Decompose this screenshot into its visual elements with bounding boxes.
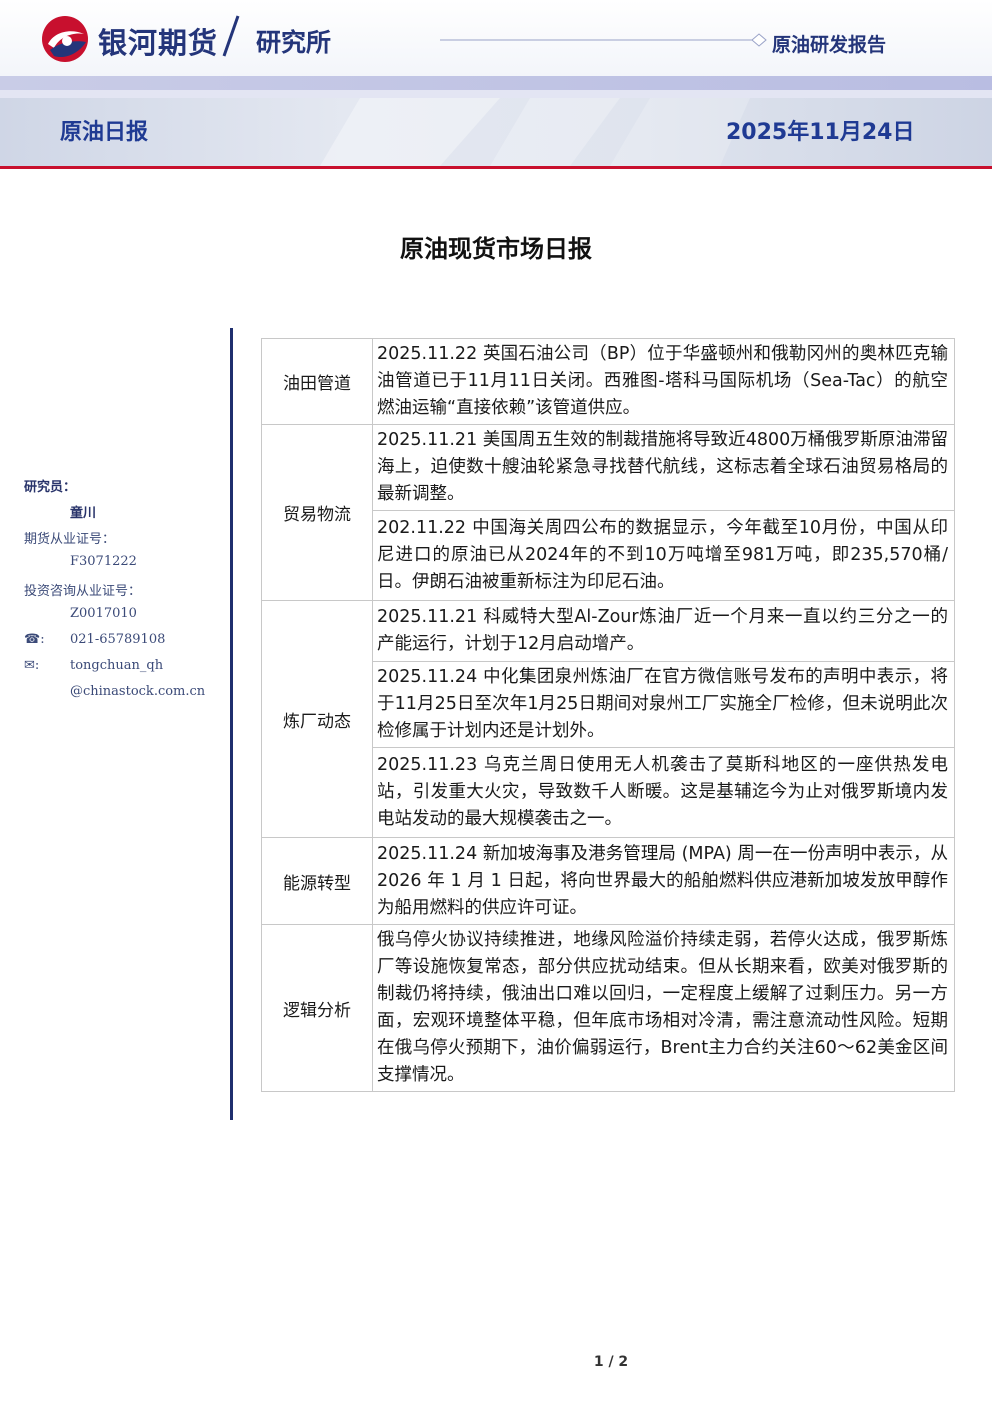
phone-icon: ☎: [24, 632, 45, 647]
report-date: 2025年11月24日 [726, 120, 915, 145]
news-table: 油田管道 2025.11.22 英国石油公司（BP）位于华盛顿州和俄勒冈州的奥林… [261, 338, 955, 1092]
category-cell: 炼厂动态 [261, 600, 373, 838]
report-type-line [440, 33, 767, 47]
phone-colon: : [40, 632, 45, 647]
table-row: 2025.11.23 乌克兰周日使用无人机袭击了莫斯科地区的一座供热发电站，引发… [262, 747, 955, 838]
table-row: 油田管道 2025.11.22 英国石油公司（BP）位于华盛顿州和俄勒冈州的奥林… [261, 338, 955, 425]
brand-name: 银河期货 [98, 26, 219, 60]
news-item: 2025.11.21 美国周五生效的制裁措施将导致近4800万桶俄罗斯原油滞留海… [372, 424, 955, 511]
header-stripe-light [0, 90, 992, 98]
researcher-label: 研究员： [24, 480, 77, 495]
consult-cert-number: Z0017010 [70, 606, 137, 621]
title-band [0, 98, 992, 166]
table-row: 贸易物流 2025.11.21 美国周五生效的制裁措施将导致近4800万桶俄罗斯… [261, 424, 955, 601]
news-item: 202.11.22 中国海关周四公布的数据显示，今年截至10月份，中国从印尼进口… [372, 510, 955, 601]
email-colon: : [34, 658, 40, 673]
table-row: 逻辑分析 俄乌停火协议持续推进，地缘风险溢价持续走弱，若停火达成，俄罗斯炼厂等设… [261, 924, 955, 1092]
red-divider [0, 166, 992, 169]
news-item: 2025.11.24 新加坡海事及港务管理局 (MPA) 周一在一份声明中表示，… [372, 837, 955, 925]
category-cell: 油田管道 [261, 338, 373, 425]
document-title-wrap: 原油现货市场日报 [0, 229, 992, 264]
table-row: 炼厂动态 2025.11.21 科威特大型Al-Zour炼油厂近一个月来一直以约… [261, 600, 955, 838]
phone-glyph: ☎ [24, 632, 41, 647]
galaxy-logo-icon [42, 16, 88, 62]
news-item: 2025.11.22 英国石油公司（BP）位于华盛顿州和俄勒冈州的奥林匹克输油管… [372, 338, 955, 425]
email-glyph: ✉ [24, 658, 35, 673]
consult-cert-label: 投资咨询从业证号： [24, 584, 142, 599]
email-line-1[interactable]: tongchuan_qh [70, 658, 164, 673]
band-decoration [320, 98, 750, 166]
brand-department: 研究所 [256, 28, 332, 57]
news-item: 2025.11.21 科威特大型Al-Zour炼油厂近一个月来一直以约三分之一的… [372, 600, 955, 662]
table-row: 202.11.22 中国海关周四公布的数据显示，今年截至10月份，中国从印尼进口… [262, 510, 955, 601]
researcher-name: 童川 [70, 506, 97, 521]
page-number: 1 / 2 [593, 1354, 629, 1370]
category-cell: 能源转型 [261, 837, 373, 925]
news-item: 俄乌停火协议持续推进，地缘风险溢价持续走弱，若停火达成，俄罗斯炼厂等设施恢复常态… [372, 924, 955, 1092]
header-stripe [0, 76, 992, 90]
email-line-2[interactable]: @chinastock.com.cn [70, 684, 206, 699]
report-type: 原油研发报告 [772, 34, 887, 56]
daily-report-title: 原油日报 [60, 120, 149, 145]
phone-number: 021-65789108 [70, 632, 166, 647]
news-item: 2025.11.23 乌克兰周日使用无人机袭击了莫斯科地区的一座供热发电站，引发… [372, 747, 955, 838]
table-row: 能源转型 2025.11.24 新加坡海事及港务管理局 (MPA) 周一在一份声… [261, 837, 955, 925]
sidebar-divider [230, 328, 233, 1120]
futures-cert-number: F3071222 [70, 554, 137, 569]
email-icon: ✉: [24, 658, 39, 673]
futures-cert-label: 期货从业证号： [24, 532, 116, 547]
table-row: 2025.11.24 中化集团泉州炼油厂在官方微信账号发布的声明中表示，将于11… [262, 661, 955, 748]
document-title: 原油现货市场日报 [400, 235, 592, 263]
news-item: 2025.11.24 中化集团泉州炼油厂在官方微信账号发布的声明中表示，将于11… [372, 661, 955, 748]
page-header: 银河期货 研究所 原油研发报告 [0, 0, 992, 76]
category-cell: 逻辑分析 [261, 924, 373, 1092]
category-cell: 贸易物流 [261, 424, 373, 601]
slash-divider [222, 15, 240, 57]
